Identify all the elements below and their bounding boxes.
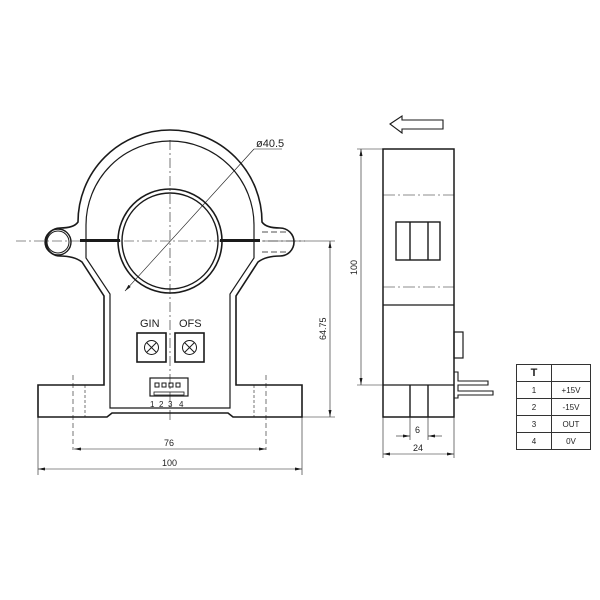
gain-potentiometer-icon: [136, 332, 167, 363]
current-direction-arrow-icon: [389, 114, 444, 135]
connector-icon: [149, 377, 189, 397]
aperture-diameter-label: ø40.5: [256, 138, 284, 150]
table-row: 2 -15V: [516, 398, 591, 416]
dim-6-label: 6: [415, 425, 420, 435]
dim-100-label: 100: [162, 458, 177, 468]
pin-signal: +15V: [551, 381, 591, 399]
side-connector-pins: [454, 371, 494, 399]
signal-header: [551, 364, 591, 382]
pin-number: 2: [516, 398, 552, 416]
connector-pin-1-label: 1: [150, 400, 155, 409]
connector-pin-4-label: 4: [179, 400, 184, 409]
side-window: [395, 221, 441, 261]
pin-table-header: T: [516, 364, 591, 382]
split-gap-left: [80, 239, 120, 242]
dim-side-100-label: 100: [349, 260, 359, 275]
split-gap-right: [220, 239, 260, 242]
diameter-leader: [124, 148, 255, 292]
table-row: 3 OUT: [516, 415, 591, 433]
table-row: 1 +15V: [516, 381, 591, 399]
pin-signal: OUT: [551, 415, 591, 433]
connector-pin-3-label: 3: [168, 400, 173, 409]
pin-number: 4: [516, 432, 552, 450]
connector-pin-2-label: 2: [159, 400, 164, 409]
left-mount-boss-inner: [46, 230, 70, 254]
dim-64-75-label: 64.75: [318, 317, 328, 340]
offset-potentiometer-icon: [174, 332, 205, 363]
left-mount-boss: [44, 228, 72, 256]
dim-76-label: 76: [164, 438, 174, 448]
side-body: [382, 148, 455, 418]
side-view: [357, 114, 494, 458]
pin-header: T: [516, 364, 552, 382]
pin-table: T 1 +15V 2 -15V 3 OUT 4 0V: [516, 364, 591, 450]
gain-label: GIN: [140, 318, 160, 330]
housing-inner-shell: [85, 140, 255, 409]
side-connector-tab: [453, 331, 464, 359]
housing-outline: [37, 129, 303, 418]
offset-label: OFS: [179, 318, 202, 330]
pin-signal: -15V: [551, 398, 591, 416]
aperture-inner: [121, 192, 219, 290]
pin-signal: 0V: [551, 432, 591, 450]
table-row: 4 0V: [516, 432, 591, 450]
dim-24-label: 24: [413, 443, 423, 453]
pin-number: 3: [516, 415, 552, 433]
pin-number: 1: [516, 381, 552, 399]
front-view: [16, 129, 335, 475]
